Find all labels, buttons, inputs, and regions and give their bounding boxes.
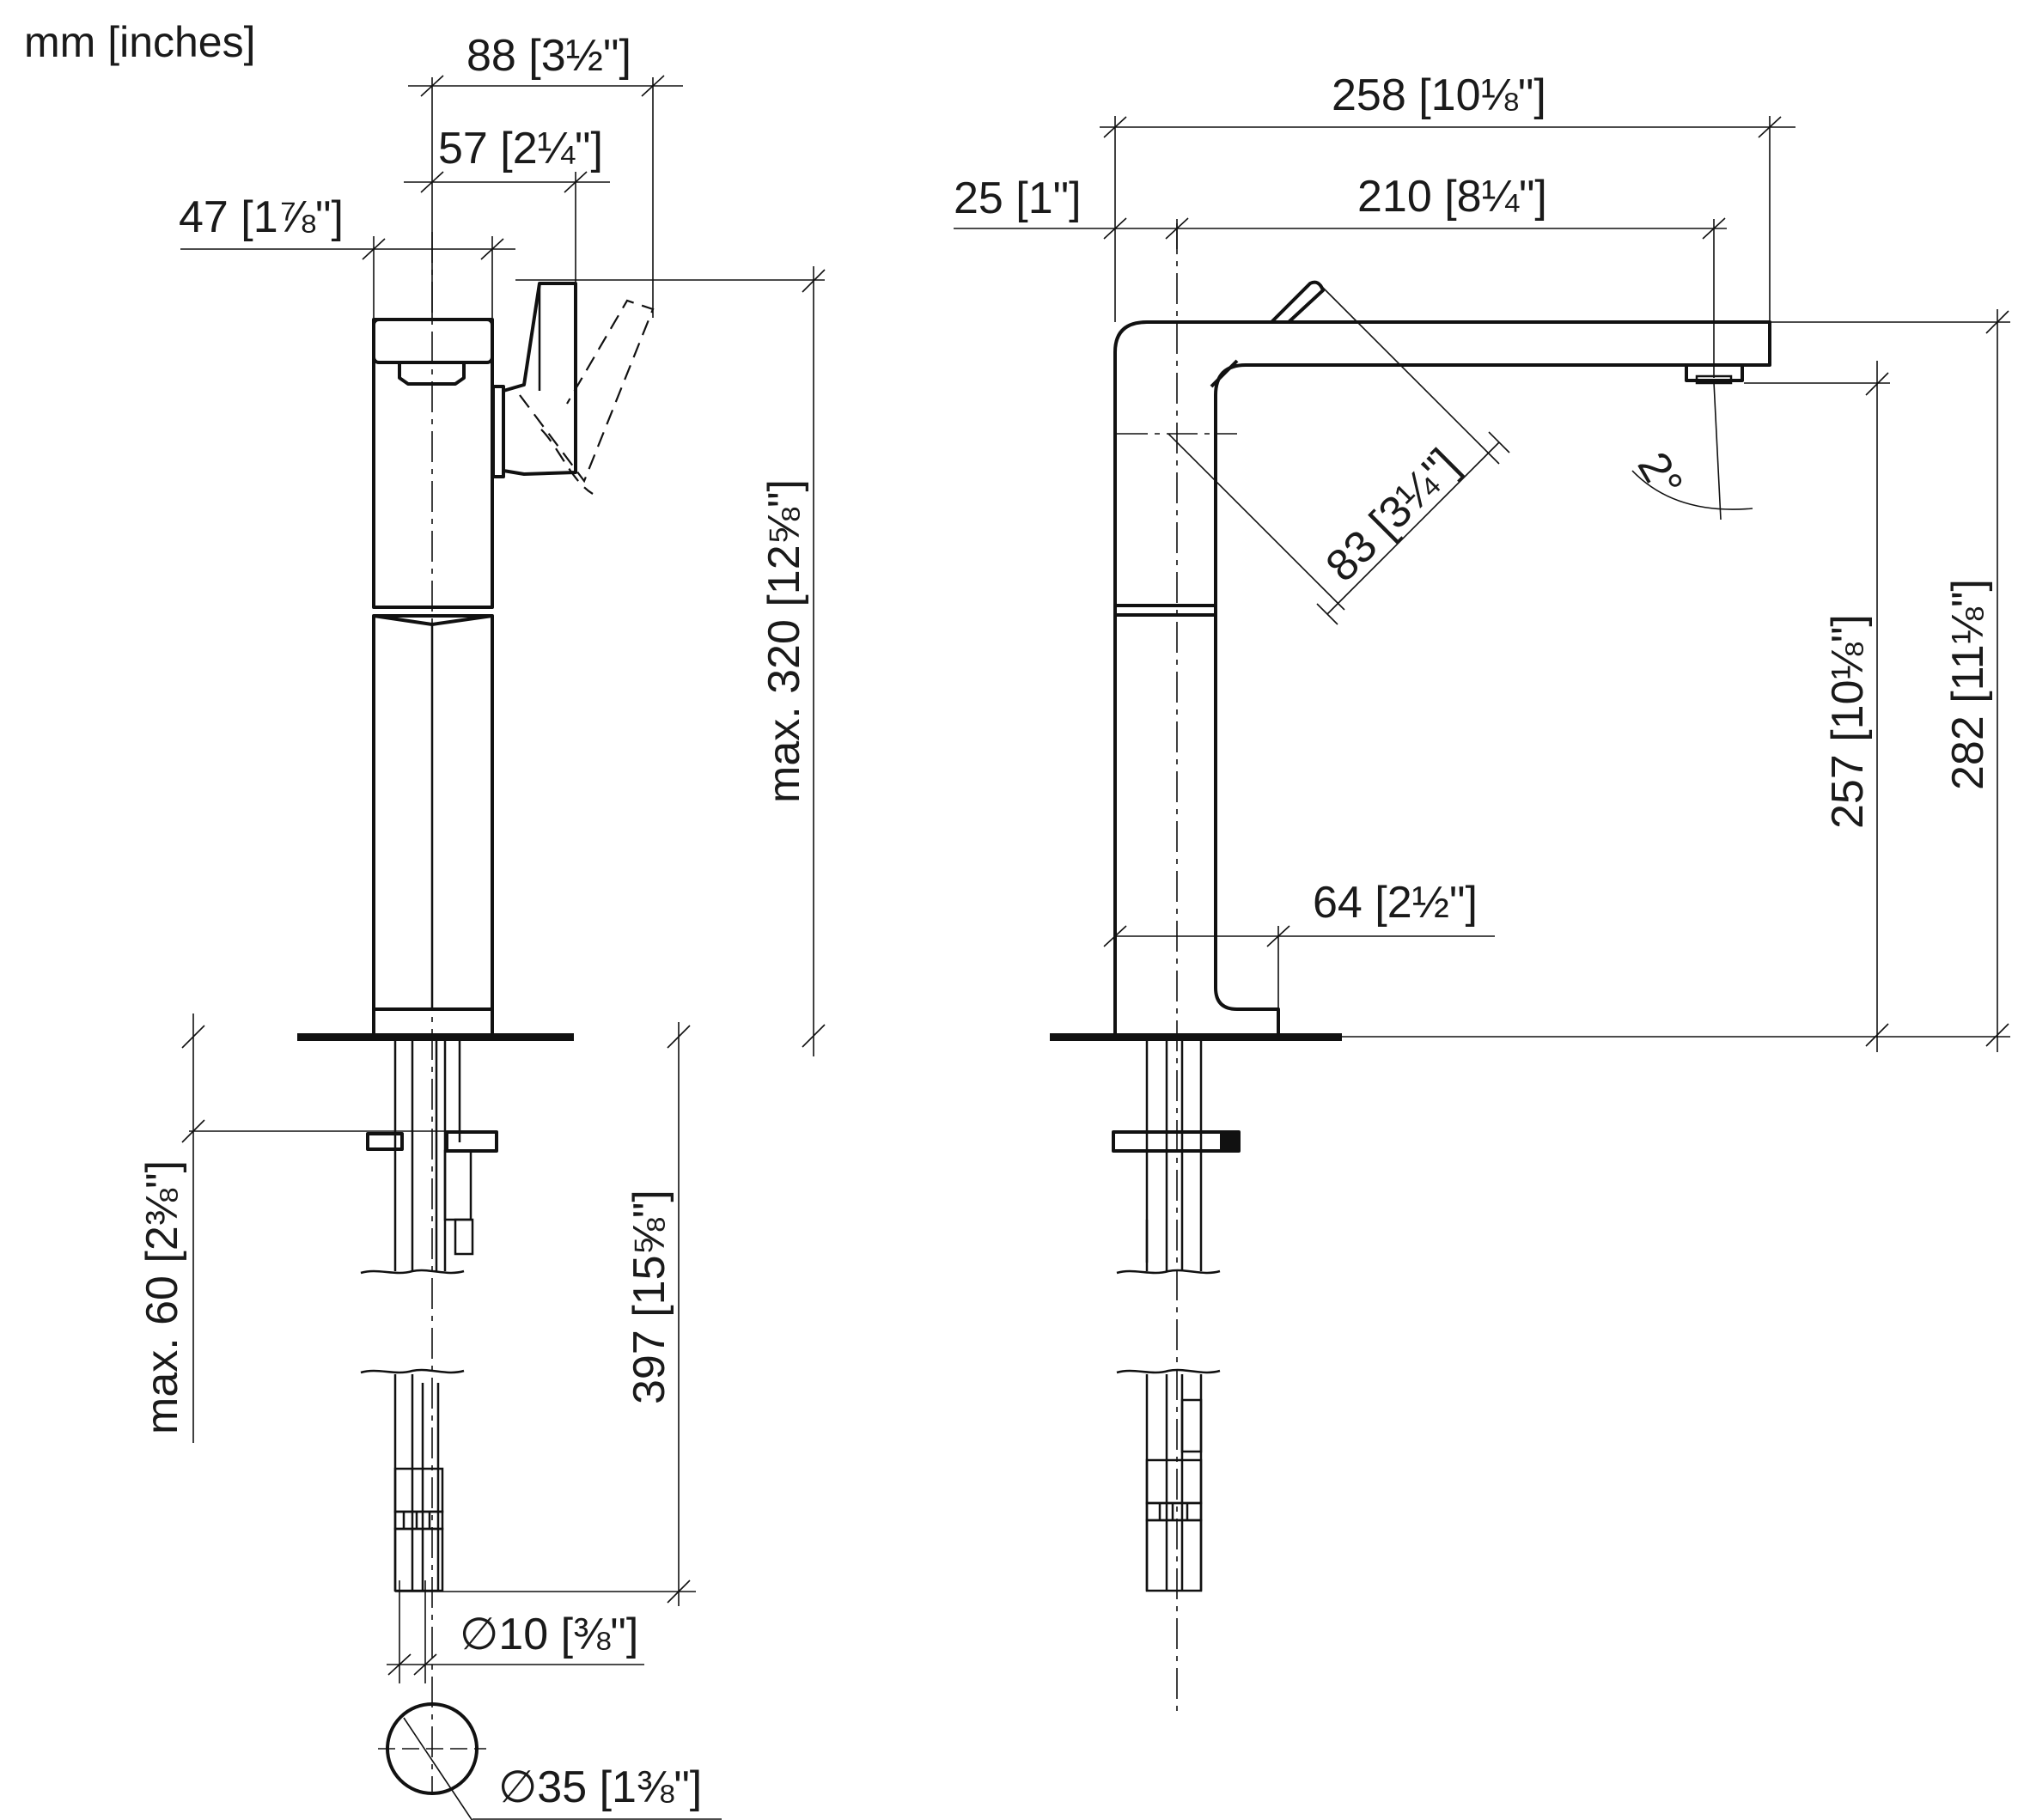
dim-83: 83 [3¼"] [1316,440,1468,592]
dim-35: ∅35 [1⅜"] [498,1762,702,1812]
dim-88: 88 [3½"] [466,31,631,81]
front-view [1050,223,1771,1718]
front-view-dimensions: 258 [10⅛"] 25 [1"] 210 [8¼"] 83 [3¼"] 2°… [954,70,2010,1052]
dim-258: 258 [10⅛"] [1332,70,1546,120]
dim-60: max. 60 [2⅜"] [137,1160,187,1434]
dim-47: 47 [1⅞"] [179,192,344,242]
dim-2deg: 2° [1628,444,1692,506]
dim-57: 57 [2¼"] [438,124,603,173]
dim-320: max. 320 [12⅝"] [759,479,809,803]
side-view [297,232,655,1795]
dim-64: 64 [2½"] [1313,878,1478,928]
dim-210: 210 [8¼"] [1357,172,1547,222]
dim-257: 257 [10⅛"] [1823,614,1873,829]
units-label: mm [inches] [24,18,256,66]
dim-10: ∅10 [⅜"] [460,1610,638,1659]
dim-25: 25 [1"] [954,173,1082,223]
side-view-dimensions: 88 [3½"] 57 [2¼"] 47 [1⅞"] max. 320 [12⅝… [137,31,826,1820]
dim-282: 282 [11⅛"] [1943,579,1993,790]
dim-397: 397 [15⅝"] [625,1190,674,1404]
